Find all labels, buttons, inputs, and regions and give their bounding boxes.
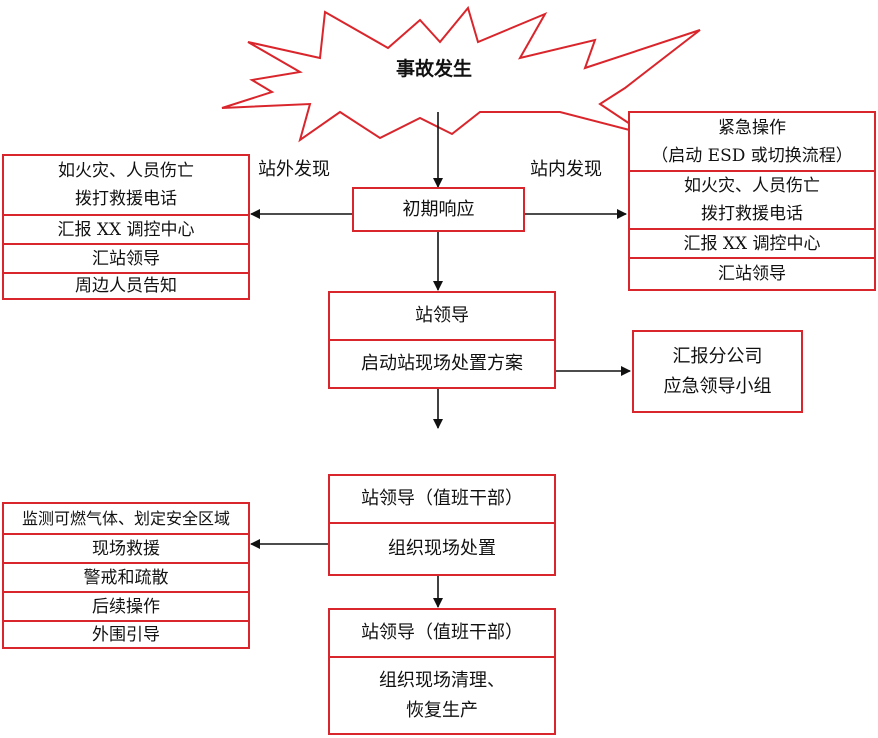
station-leader-title: 站领导 (415, 305, 469, 326)
station-leader-action: 启动站现场处置方案 (330, 339, 554, 387)
branch-report-line-1: 汇报分公司 (672, 345, 763, 367)
guard-evacuate: 警戒和疏散 (4, 562, 248, 591)
recovery-line-1: 组织现场清理、 (379, 669, 505, 691)
follow-up-ops: 后续操作 (4, 591, 248, 620)
recovery-action: 组织现场清理、 恢复生产 (330, 656, 554, 733)
branch-report-line-2: 应急领导小组 (663, 375, 772, 397)
recovery-line-2: 恢复生产 (406, 699, 478, 721)
offsite-report-leader: 汇站领导 (4, 243, 248, 272)
onsite-actions-box: 紧急操作 （启动 ESD 或切换流程） 如火灾、人员伤亡 拨打救援电话 汇报 X… (628, 111, 876, 291)
initial-response-box: 初期响应 (352, 187, 525, 232)
station-leader-box: 站领导 启动站现场处置方案 (328, 291, 556, 389)
offsite-call-line-2: 拨打救援电话 (75, 189, 177, 209)
onsite-handling-box: 监测可燃气体、划定安全区域 现场救援 警戒和疏散 后续操作 外围引导 (2, 502, 250, 649)
perimeter-guide: 外围引导 (4, 620, 248, 647)
recovery-title: 站领导（值班干部） (361, 622, 523, 643)
onsite-report-center: 汇报 XX 调控中心 (630, 228, 874, 257)
label-inside: 站内发现 (530, 159, 602, 180)
onsite-rescue: 现场救援 (4, 533, 248, 562)
recovery-box: 站领导（值班干部） 组织现场清理、 恢复生产 (328, 608, 556, 735)
label-outside: 站外发现 (258, 159, 330, 180)
branch-report-text: 汇报分公司 应急领导小组 (634, 332, 801, 411)
onsite-call-line-1: 如火灾、人员伤亡 (684, 176, 820, 196)
onsite-report-leader: 汇站领导 (630, 257, 874, 289)
offsite-call-rescue: 如火灾、人员伤亡 拨打救援电话 (4, 156, 248, 214)
offsite-report-center: 汇报 XX 调控中心 (4, 214, 248, 243)
monitor-gas-zone: 监测可燃气体、划定安全区域 (21, 508, 230, 528)
accident-burst-shape (221, 5, 701, 143)
branch-report-box: 汇报分公司 应急领导小组 (632, 330, 803, 413)
duty-officer-box: 站领导（值班干部） 组织现场处置 (328, 474, 556, 576)
onsite-call-rescue: 如火灾、人员伤亡 拨打救援电话 (630, 170, 874, 228)
onsite-call-line-2: 拨打救援电话 (701, 204, 803, 224)
accident-title: 事故发生 (396, 58, 473, 80)
initial-response-label: 初期响应 (402, 198, 475, 220)
onsite-emergency-line-1: 紧急操作 (718, 117, 786, 138)
onsite-emergency-line-2: （启动 ESD 或切换流程） (651, 145, 853, 166)
duty-officer-action: 组织现场处置 (330, 522, 554, 574)
duty-officer-title: 站领导（值班干部） (361, 488, 523, 509)
onsite-emergency-operation: 紧急操作 （启动 ESD 或切换流程） (630, 113, 874, 170)
offsite-actions-box: 如火灾、人员伤亡 拨打救援电话 汇报 XX 调控中心 汇站领导 周边人员告知 (2, 154, 250, 300)
offsite-notify-nearby: 周边人员告知 (4, 272, 248, 298)
offsite-call-line-1: 如火灾、人员伤亡 (58, 161, 194, 181)
